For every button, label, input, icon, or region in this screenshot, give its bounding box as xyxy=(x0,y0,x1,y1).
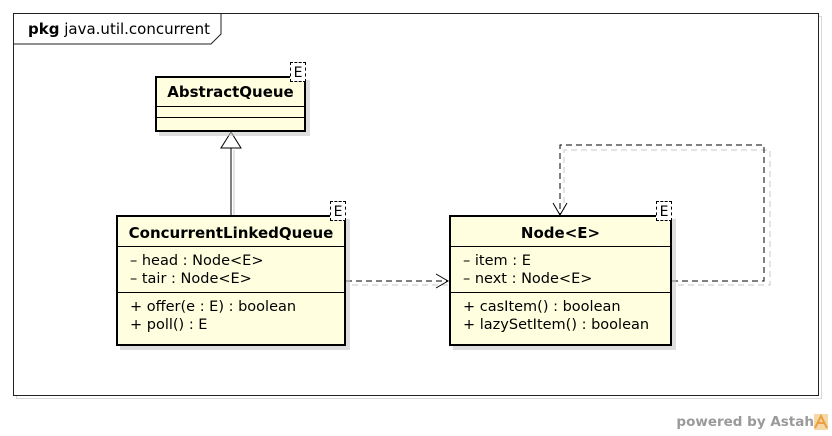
attribute-head: – head : Node<E> xyxy=(130,253,264,269)
attribute-tair: – tair : Node<E> xyxy=(130,271,252,287)
package-keyword: pkg xyxy=(28,20,60,38)
attributes-compartment: – head : Node<E> – tair : Node<E> xyxy=(118,247,344,293)
operations-compartment xyxy=(157,118,304,130)
class-node[interactable]: Node<E> – item : E – next : Node<E> + ca… xyxy=(449,215,672,346)
class-abstract-queue[interactable]: AbstractQueue xyxy=(155,76,306,132)
class-name: Node<E> xyxy=(451,217,670,247)
operation-cas-item: + casItem() : boolean xyxy=(463,299,621,315)
package-label: pkg java.util.concurrent xyxy=(28,20,210,38)
operation-lazy-set-item: + lazySetItem() : boolean xyxy=(463,317,650,333)
class-name: AbstractQueue xyxy=(157,78,304,107)
attribute-item: – item : E xyxy=(463,253,531,269)
type-parameter: E xyxy=(330,201,346,221)
attributes-compartment: – item : E – next : Node<E> xyxy=(451,247,670,293)
type-parameter: E xyxy=(290,62,306,82)
powered-by-label: powered by Astah xyxy=(676,414,814,430)
operation-poll: + poll() : E xyxy=(130,317,208,333)
operations-compartment: + casItem() : boolean + lazySetItem() : … xyxy=(451,293,670,336)
generalization-arrowhead xyxy=(220,131,242,149)
class-name: ConcurrentLinkedQueue xyxy=(118,217,344,247)
dependency-arrowhead xyxy=(435,273,449,289)
self-dependency-line xyxy=(559,144,765,282)
package-name: java.util.concurrent xyxy=(64,20,210,38)
self-dependency-shadow xyxy=(563,149,771,286)
operation-offer: + offer(e : E) : boolean xyxy=(130,299,297,315)
attributes-compartment xyxy=(157,107,304,118)
operations-compartment: + offer(e : E) : boolean + poll() : E xyxy=(118,293,344,336)
type-parameter: E xyxy=(656,201,672,221)
astah-logo-icon xyxy=(814,413,828,430)
class-concurrent-linked-queue[interactable]: ConcurrentLinkedQueue – head : Node<E> –… xyxy=(116,215,346,346)
attribute-next: – next : Node<E> xyxy=(463,271,593,287)
